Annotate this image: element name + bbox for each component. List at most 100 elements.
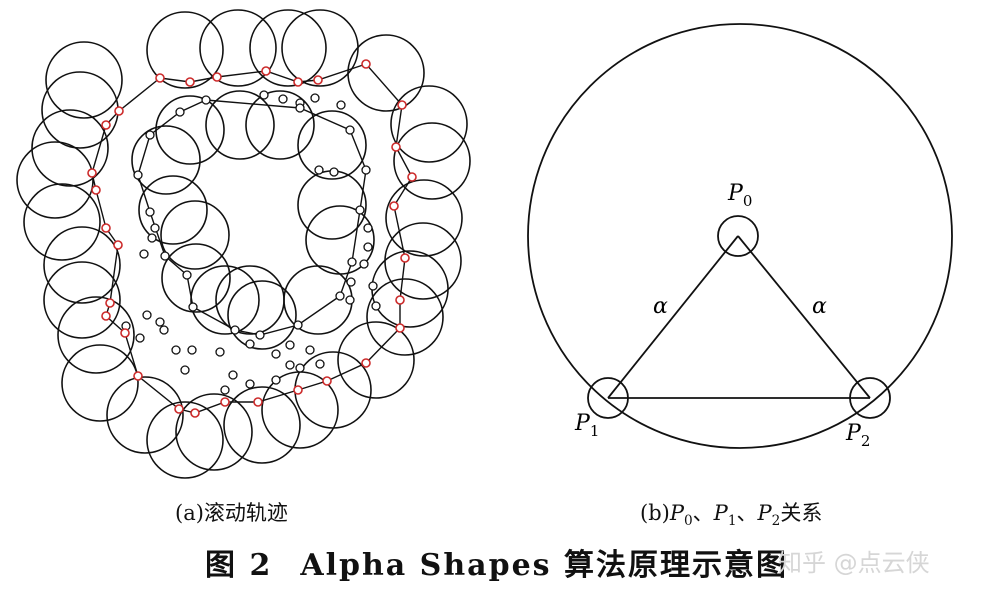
outer-boundary-point xyxy=(395,323,405,333)
outer-boundary-point xyxy=(212,72,222,82)
inner-boundary-point xyxy=(355,205,365,215)
rolling-circle xyxy=(347,34,425,112)
inner-rolling-circle xyxy=(160,200,230,270)
alpha-circle xyxy=(527,23,953,449)
inner-rolling-circle xyxy=(138,175,208,245)
rolling-circle xyxy=(45,41,123,119)
interior-point xyxy=(346,277,356,287)
inner-rolling-circle xyxy=(205,90,275,160)
outer-boundary-point xyxy=(397,100,407,110)
outer-boundary-point xyxy=(220,397,230,407)
caption-p0-sub: 0 xyxy=(683,513,693,530)
edge-label-right-alpha: α xyxy=(812,294,827,319)
panel-b-caption: (b)P0、P1、P2关系 xyxy=(640,497,822,529)
label-p2: P2 xyxy=(845,421,870,450)
interior-point xyxy=(215,347,225,357)
interior-point xyxy=(139,249,149,259)
outer-boundary-point xyxy=(361,358,371,368)
interior-point xyxy=(359,259,369,269)
outer-boundary-point xyxy=(87,168,97,178)
outer-boundary-point xyxy=(261,66,271,76)
outer-boundary-point xyxy=(185,77,195,87)
outer-boundary-point xyxy=(91,185,101,195)
rolling-circle xyxy=(199,9,277,87)
interior-point xyxy=(278,94,288,104)
inner-rolling-circle xyxy=(215,265,285,335)
outer-boundary-point xyxy=(101,120,111,130)
inner-boundary-point xyxy=(133,170,143,180)
rolling-circle xyxy=(61,344,139,422)
inner-boundary-point xyxy=(345,125,355,135)
edge-p0-p2 xyxy=(737,235,871,399)
caption-p1-sub: 1 xyxy=(727,513,737,530)
interior-point xyxy=(142,310,152,320)
rolling-trajectory-diagram xyxy=(16,9,471,479)
interior-point xyxy=(245,339,255,349)
inner-boundary-point xyxy=(361,165,371,175)
interior-point xyxy=(171,345,181,355)
rolling-circle xyxy=(393,122,471,200)
interior-point xyxy=(259,90,269,100)
outer-boundary-point xyxy=(395,295,405,305)
caption-p1: P xyxy=(713,501,728,525)
inner-boundary-point xyxy=(145,130,155,140)
rolling-circle xyxy=(23,183,101,261)
outer-boundary-point xyxy=(174,404,184,414)
outer-boundary-point xyxy=(114,106,124,116)
interior-point xyxy=(135,333,145,343)
interior-point xyxy=(315,359,325,369)
interior-point xyxy=(187,345,197,355)
inner-boundary-point xyxy=(255,330,265,340)
inner-rolling-circles xyxy=(131,90,375,350)
edge-label-left-alpha: α xyxy=(653,294,668,319)
interior-point xyxy=(345,295,355,305)
interior-point xyxy=(159,325,169,335)
interior-point xyxy=(371,301,381,311)
outer-boundary-point xyxy=(190,408,200,418)
interior-point xyxy=(368,281,378,291)
rolling-circle xyxy=(43,261,121,339)
outer-boundary-point xyxy=(253,397,263,407)
interior-point xyxy=(271,375,281,385)
outer-boundary-point xyxy=(313,75,323,85)
caption-p2: P xyxy=(757,501,772,525)
panel-a-caption: (a)滚动轨迹 xyxy=(175,497,288,527)
outer-boundary-point xyxy=(407,172,417,182)
outer-boundary-point xyxy=(391,142,401,152)
rolling-circle xyxy=(175,393,253,471)
caption-sep-2: 、 xyxy=(736,501,758,525)
interior-point xyxy=(245,379,255,389)
outer-boundary-point xyxy=(400,253,410,263)
outer-boundary-point xyxy=(293,77,303,87)
inner-boundary-point xyxy=(295,103,305,113)
rolling-circle xyxy=(390,85,468,163)
outer-boundary-point xyxy=(293,385,303,395)
inner-boundary-points xyxy=(133,95,371,340)
rolling-circle xyxy=(57,296,135,374)
rolling-circle xyxy=(43,226,121,304)
inner-rolling-circle xyxy=(245,90,315,160)
interior-point xyxy=(285,360,295,370)
rolling-circle xyxy=(31,109,109,187)
p0-p1-p2-relation-diagram: P0 P1 P2 α α xyxy=(527,23,953,450)
outer-boundary-point xyxy=(101,223,111,233)
interior-point xyxy=(295,363,305,373)
outer-boundary-point xyxy=(105,298,115,308)
outer-boundary-point xyxy=(113,240,123,250)
inner-rolling-circle xyxy=(297,110,367,180)
outer-rolling-circles xyxy=(16,9,471,479)
rolling-circle xyxy=(146,11,224,89)
rolling-circle xyxy=(249,9,327,87)
point-p0-circle xyxy=(717,215,759,257)
inner-boundary-point xyxy=(182,270,192,280)
figure-number: 图 2 xyxy=(205,548,273,583)
rolling-circle xyxy=(371,250,449,328)
rolling-circle xyxy=(366,278,444,356)
outer-boundary-point xyxy=(133,371,143,381)
inner-boundary-point xyxy=(293,320,303,330)
inner-boundary-point xyxy=(335,291,345,301)
inner-boundary-point xyxy=(201,95,211,105)
rolling-circle xyxy=(223,386,301,464)
outer-boundary-point xyxy=(322,376,332,386)
